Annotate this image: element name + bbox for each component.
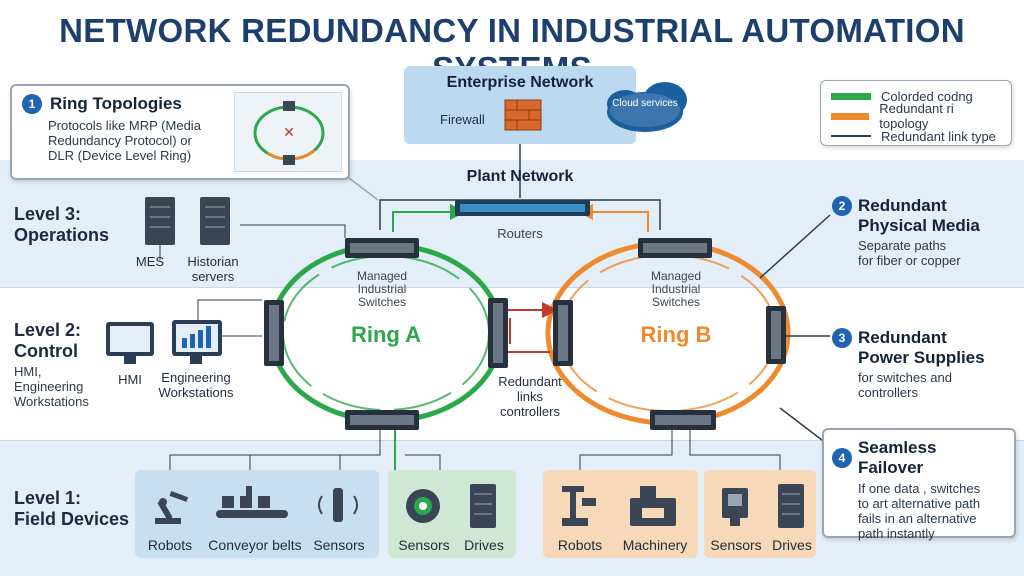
sensors-label: Sensors xyxy=(313,537,365,553)
level2-subtitle: HMI, Engineering Workstations xyxy=(14,364,89,409)
cloud-icon xyxy=(607,82,687,132)
mes-label: MES xyxy=(135,254,165,269)
level2-title: Level 2: Control xyxy=(14,320,82,361)
svg-text:✕: ✕ xyxy=(283,125,295,141)
callout-seamless-failover: 4 Seamless Failover If one data , switch… xyxy=(822,428,1016,541)
drives-label: Drives xyxy=(772,537,812,553)
sensors-label: Sensors xyxy=(710,537,762,553)
band-divider xyxy=(0,287,1024,288)
drives-label: Drives xyxy=(464,537,504,553)
drive-icon xyxy=(470,484,496,528)
conveyor-label: Conveyor belts xyxy=(208,537,302,553)
callout-body: for switches and controllers xyxy=(858,370,952,400)
callout-ring-topologies: 1 Ring Topologies Protocols like MRP (Me… xyxy=(10,84,350,180)
level1-title: Level 1: Field Devices xyxy=(14,488,130,529)
callout-number: 1 xyxy=(22,94,42,114)
switch-icon xyxy=(264,300,284,366)
hmi-monitor-icon xyxy=(106,322,154,364)
callout-body: If one data , switches to art alternativ… xyxy=(858,481,981,541)
switch-icon xyxy=(766,306,786,364)
firewall-label: Firewall xyxy=(440,112,485,127)
callout-body: Protocols like MRP (Media Redundancy Pro… xyxy=(48,118,201,163)
engineering-label: Engineering Workstations xyxy=(158,370,234,400)
legend: Colorded codng Redundant ri topology Red… xyxy=(820,80,1012,146)
switch-icon xyxy=(650,410,716,430)
plant-network-label: Plant Network xyxy=(466,168,574,185)
mes-server-icon xyxy=(145,197,175,245)
callout-title: Ring Topologies xyxy=(50,94,182,113)
legend-item: Colorded codng xyxy=(831,85,1001,107)
callout-title: Redundant Power Supplies xyxy=(858,328,985,367)
drive-icon xyxy=(778,484,804,528)
conveyor-belt-icon xyxy=(216,486,288,518)
legend-item: Redundant link type xyxy=(831,125,1001,147)
sensors-label: Sensors xyxy=(398,537,450,553)
robots-label: Robots xyxy=(557,537,603,553)
hmi-label: HMI xyxy=(118,372,142,387)
robot-icon xyxy=(562,486,596,526)
callout-title: Seamless Failover xyxy=(857,438,937,477)
ring-a-switch-label: Managed Industrial Switches xyxy=(356,269,408,309)
callout-number: 3 xyxy=(832,328,852,348)
sensor-icon xyxy=(722,488,748,526)
ring-b-label: Ring B xyxy=(640,322,712,347)
switch-icon xyxy=(345,410,419,430)
legend-swatch-green xyxy=(831,92,871,100)
callout-body: Separate paths for fiber or copper xyxy=(858,238,961,268)
historian-server-icon xyxy=(200,197,230,245)
level3-title: Level 3: Operations xyxy=(14,204,110,245)
callout-redundant-media: 2 Redundant Physical Media Separate path… xyxy=(832,196,1018,268)
callout-redundant-power: 3 Redundant Power Supplies for switches … xyxy=(832,328,1018,400)
workstation-monitor-icon xyxy=(172,320,222,364)
band-divider xyxy=(0,440,1024,441)
enterprise-network-label: Enterprise Network xyxy=(446,74,594,91)
robots-label: Robots xyxy=(147,537,193,553)
switch-icon xyxy=(488,298,508,368)
cloud-label: Cloud services xyxy=(612,98,678,109)
ring-b-switch-label: Managed Industrial Switches xyxy=(650,269,702,309)
legend-label: Redundant link type xyxy=(881,128,996,144)
callout-number: 4 xyxy=(832,448,852,468)
historian-label: Historian servers xyxy=(187,254,239,284)
legend-label: Redundant ri topology xyxy=(879,101,954,131)
redundant-links-label: Redundant links controllers xyxy=(498,374,562,419)
switch-icon xyxy=(345,238,419,258)
legend-item: Redundant ri topology xyxy=(831,101,1001,131)
machinery-label: Machinery xyxy=(622,537,688,553)
level2-band xyxy=(0,288,1024,440)
legend-swatch-orange xyxy=(831,112,870,120)
callout-title: Redundant Physical Media xyxy=(858,196,980,235)
machinery-icon xyxy=(630,486,676,526)
sensor-icon xyxy=(406,489,440,523)
callout-number: 2 xyxy=(832,196,852,216)
switch-icon xyxy=(553,300,573,366)
firewall-icon xyxy=(504,99,542,131)
ring-a-label: Ring A xyxy=(350,322,422,347)
legend-swatch-line xyxy=(831,135,871,137)
routers-label: Routers xyxy=(497,226,543,241)
router-icon xyxy=(455,200,590,216)
robot-arm-icon xyxy=(155,491,189,524)
ring-diagram-thumbnail: ✕ xyxy=(234,92,342,172)
switch-icon xyxy=(638,238,712,258)
sensor-icon xyxy=(318,488,358,522)
legend-label: Colorded codng xyxy=(881,88,973,104)
